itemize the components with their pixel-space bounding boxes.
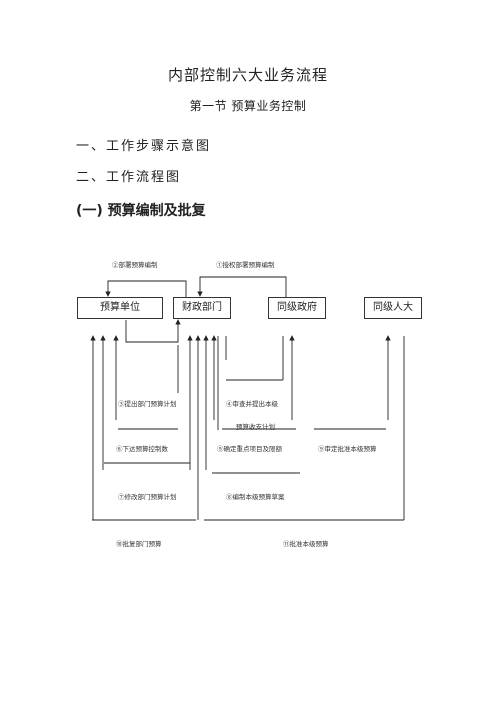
label-step2: ②部署预算编制 [112,261,158,269]
label-step3: ③提出部门预算计划 [118,400,177,408]
heading-budget-compilation: (一) 预算编制及批复 [76,203,206,219]
label-step11: ⑪批准本级预算 [283,540,329,548]
box-congress: 同级人大 [364,297,422,319]
label-step4: ④审查并提出本级 [226,400,278,408]
label-step6: ⑥下达预算控制数 [116,445,168,453]
arrow-step2 [105,280,187,297]
label-step9: ⑨审定批准本级预算 [318,445,377,453]
label-step1: ①授权部署预算编制 [216,261,275,269]
heading-workflow: 二、工作流程图 [76,170,182,185]
arrow-step3 [125,319,181,343]
label-step8: ⑧编制本级预算草案 [226,493,285,501]
section-subtitle: 第一节 预算业务控制 [189,99,307,113]
box-finance-dept: 财政部门 [173,297,231,319]
label-step7: ⑦修改部门预算计划 [118,493,177,501]
page-title: 内部控制六大业务流程 [167,66,328,84]
box-budget-unit: 预算单位 [77,297,163,319]
heading-work-steps: 一、工作步骤示意图 [76,139,212,154]
label-step4b: 预算收支计划 [236,423,275,431]
label-step5: ⑤确定重点项目及限额 [217,445,282,453]
arrow-step1 [197,276,287,297]
label-step10: ⑩批复部门预算 [116,540,162,548]
box-gov: 同级政府 [268,297,326,319]
